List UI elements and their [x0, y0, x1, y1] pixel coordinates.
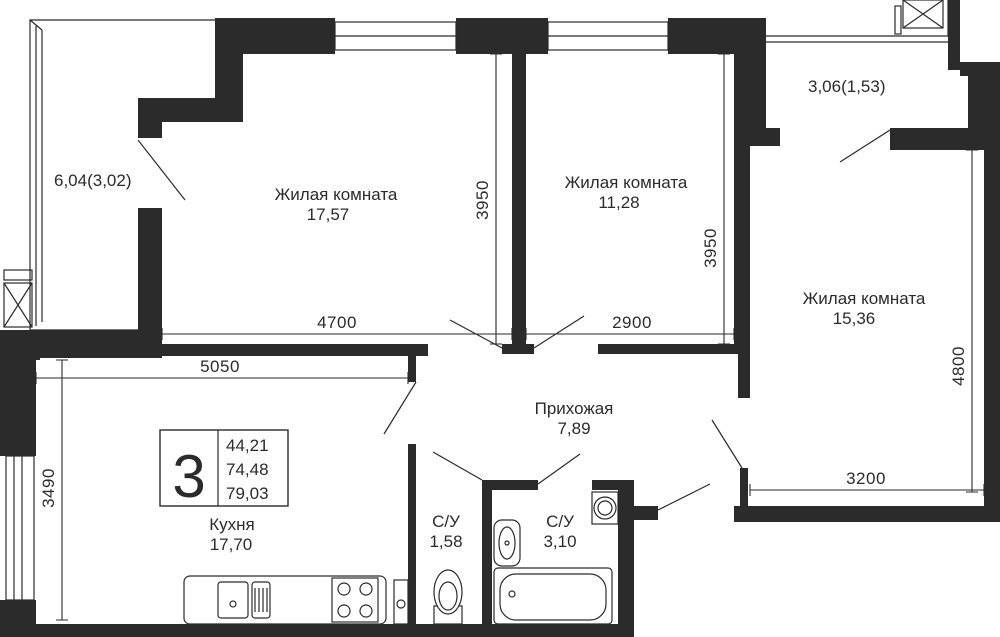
room-bath1-area: 1,58: [429, 532, 462, 551]
door-swings: [137, 129, 891, 511]
room-labels: Жилая комната 17,57 Жилая комната 11,28 …: [54, 77, 926, 554]
balcony-right-outline: [760, 0, 949, 43]
badge-living-area: 44,21: [226, 436, 269, 455]
dim-3950-right: 3950: [701, 228, 720, 268]
washer-fixture: [591, 491, 619, 525]
toilet-fixture: [433, 569, 463, 625]
room-living2-name: Жилая комната: [565, 173, 688, 192]
room-living1-area: 17,57: [307, 205, 350, 224]
vent-box-top: [894, 0, 944, 35]
badge-total-with-balcony: 79,03: [226, 484, 269, 503]
room-hall-area: 7,89: [557, 419, 590, 438]
badge-total-area: 74,48: [226, 460, 269, 479]
balcony-left-area: 6,04(3,02): [54, 171, 132, 190]
room-bath2-area: 3,10: [543, 532, 576, 551]
room-hall-name: Прихожая: [535, 399, 614, 418]
dim-4700: 4700: [317, 313, 357, 332]
dim-2900: 2900: [612, 313, 652, 332]
dim-5050: 5050: [200, 357, 240, 376]
room-living3-area: 15,36: [833, 309, 876, 328]
apartment-badge: 3 44,21 74,48 79,03: [159, 429, 289, 510]
dimension-labels: 4700 2900 3950 3950 4800 3200 5050 3490: [39, 180, 968, 508]
room-living2-area: 11,28: [598, 193, 639, 212]
dimension-lines: [35, 53, 985, 621]
room-living1-name: Жилая комната: [275, 185, 398, 204]
dim-3950-left: 3950: [473, 180, 492, 220]
room-bath2-name: С/У: [546, 512, 574, 531]
vent-box-left: [3, 269, 33, 328]
room-bath1-name: С/У: [432, 512, 460, 531]
room-living3-name: Жилая комната: [803, 289, 926, 308]
room-kitchen-name: Кухня: [209, 515, 255, 534]
dim-4800: 4800: [949, 346, 968, 386]
balcony-right-area: 3,06(1,53): [808, 77, 886, 96]
dim-3200: 3200: [846, 469, 886, 488]
sink-fixture: [493, 519, 521, 567]
badge-rooms-count: 3: [172, 443, 205, 510]
bathtub-fixture: [493, 567, 613, 625]
dim-3490: 3490: [39, 468, 58, 508]
room-kitchen-area: 17,70: [210, 535, 253, 554]
kitchen-counter: [183, 575, 409, 625]
